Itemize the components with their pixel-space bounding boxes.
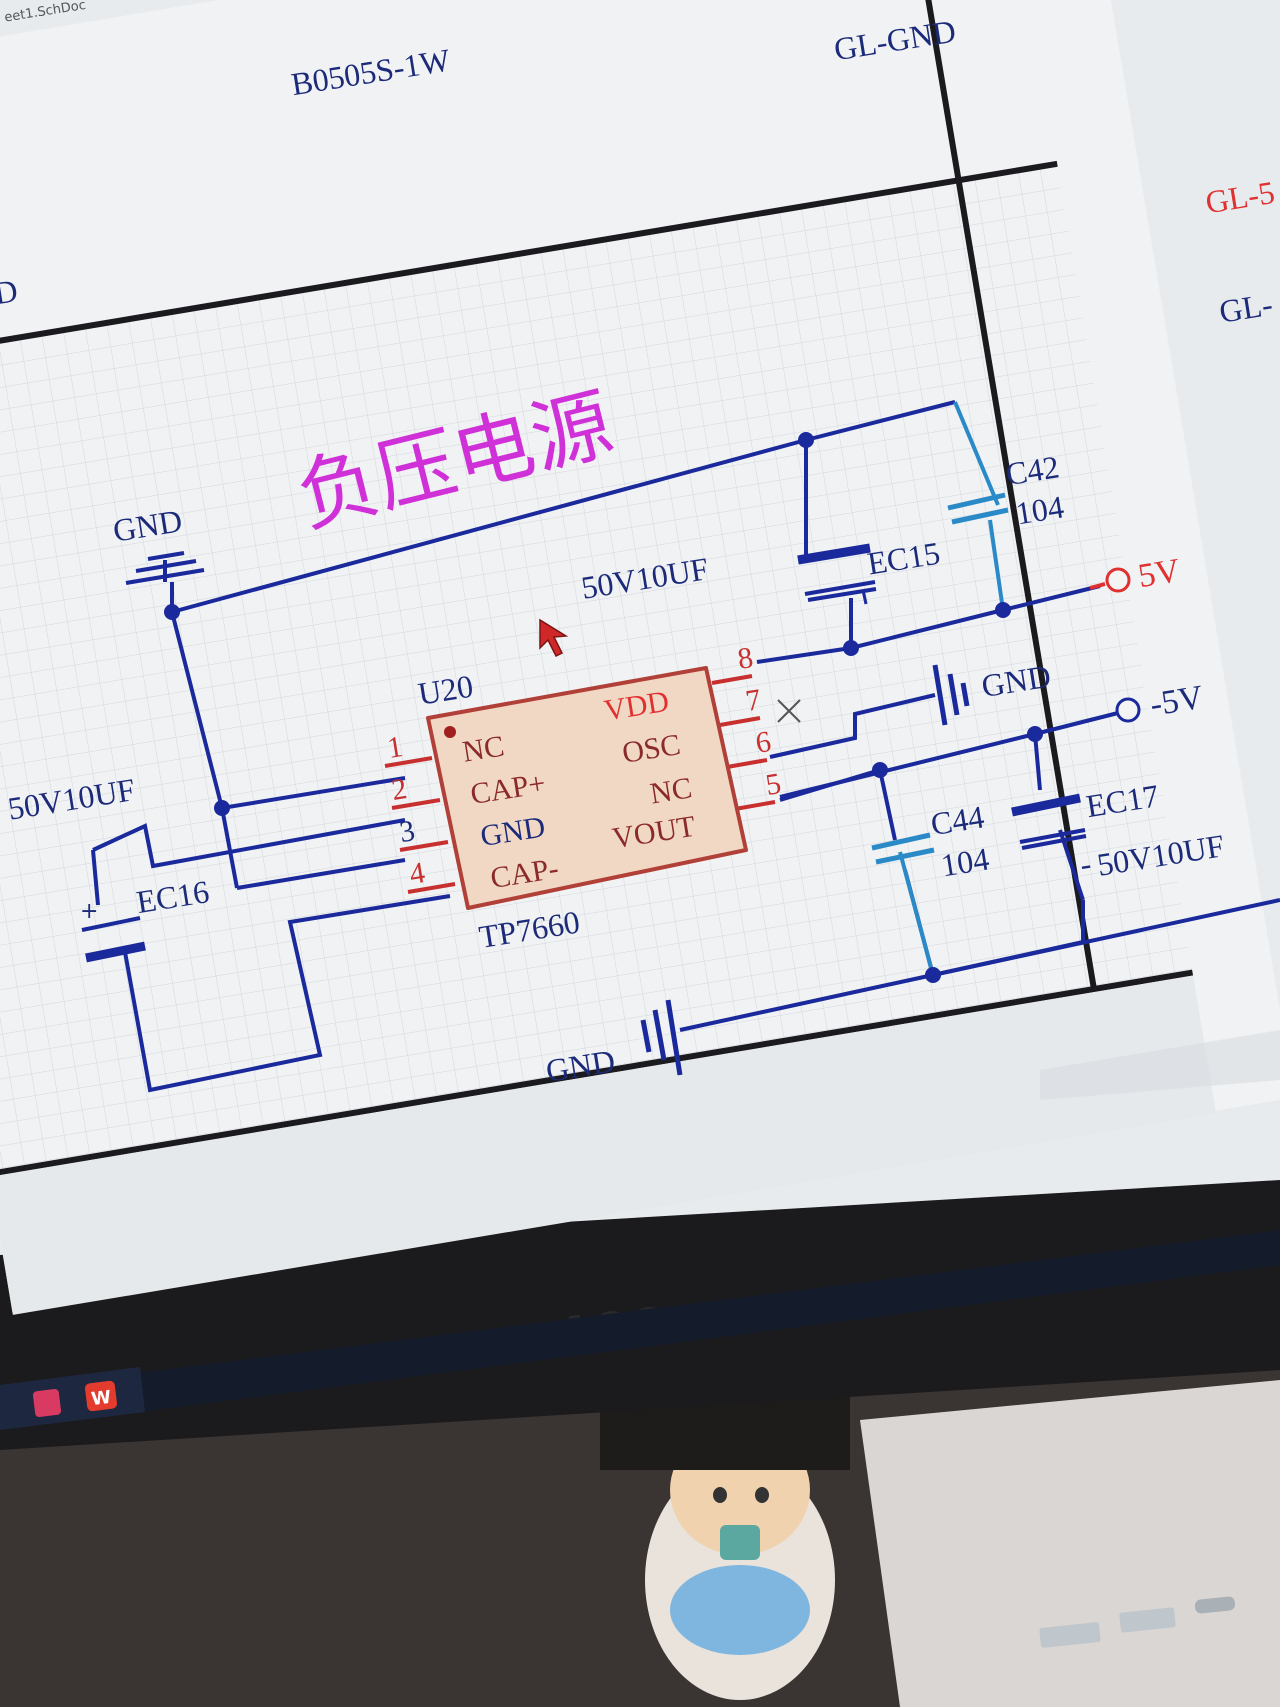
pin-number: 1 (385, 730, 405, 765)
junction (872, 762, 888, 778)
pin1-marker (444, 726, 456, 738)
pin-number: 6 (753, 725, 773, 760)
pin-number: 5 (763, 767, 783, 802)
ground-symbol-bottom (640, 999, 683, 1076)
edge-letter: D (0, 272, 20, 311)
ic-body[interactable] (426, 666, 748, 910)
junction (214, 800, 230, 816)
svg-text:104: 104 (1013, 488, 1066, 531)
pin-number: 7 (743, 683, 763, 718)
pin-name-nc-right: NC (648, 771, 694, 810)
svg-text:-5V: -5V (1148, 679, 1206, 724)
svg-text:W: W (90, 1387, 112, 1410)
pin-number: 3 (397, 814, 417, 849)
no-connect-marker (777, 699, 801, 723)
pin-number: 2 (389, 772, 409, 807)
svg-text:C44: C44 (928, 798, 986, 842)
ground-symbol-left (125, 551, 205, 585)
ground-symbol-right (932, 664, 970, 726)
junction (1027, 726, 1043, 742)
sheet-border (0, 969, 1194, 1177)
port-neg-5v: -5V (1115, 679, 1206, 724)
wps-office-icon[interactable]: W (84, 1380, 118, 1412)
junction (798, 432, 814, 448)
pin-name-nc: NC (460, 730, 506, 769)
junction (164, 604, 180, 620)
usb-port (1039, 1622, 1101, 1648)
junction (925, 967, 941, 983)
junction (843, 640, 859, 656)
capacitor-c42: C42 104 (947, 448, 1066, 531)
pin-number: 8 (735, 641, 755, 676)
capacitor-c44: C44 104 (871, 798, 992, 883)
svg-text:+: + (80, 899, 98, 924)
svg-text:104: 104 (938, 840, 991, 883)
taskbar (0, 1230, 1280, 1430)
junction (995, 602, 1011, 618)
pin-number: 4 (407, 856, 427, 891)
port-5v: 5V (1089, 552, 1183, 595)
sheet-border (0, 160, 1058, 369)
svg-text:5V: 5V (1136, 552, 1183, 595)
ic-u20[interactable]: U20 TP7660 1 2 3 4 NC CAP+ GND CAP- VDD … (384, 641, 801, 955)
usb-port (1119, 1607, 1176, 1633)
app-icon[interactable] (32, 1388, 62, 1418)
mouse-cursor-icon (539, 618, 569, 658)
ic-designator: U20 (415, 668, 475, 712)
usb-c-port (1194, 1596, 1236, 1614)
net-label-gl: GL- (1217, 286, 1275, 330)
svg-text:C42: C42 (1003, 448, 1061, 492)
mini-pc (860, 1380, 1280, 1707)
